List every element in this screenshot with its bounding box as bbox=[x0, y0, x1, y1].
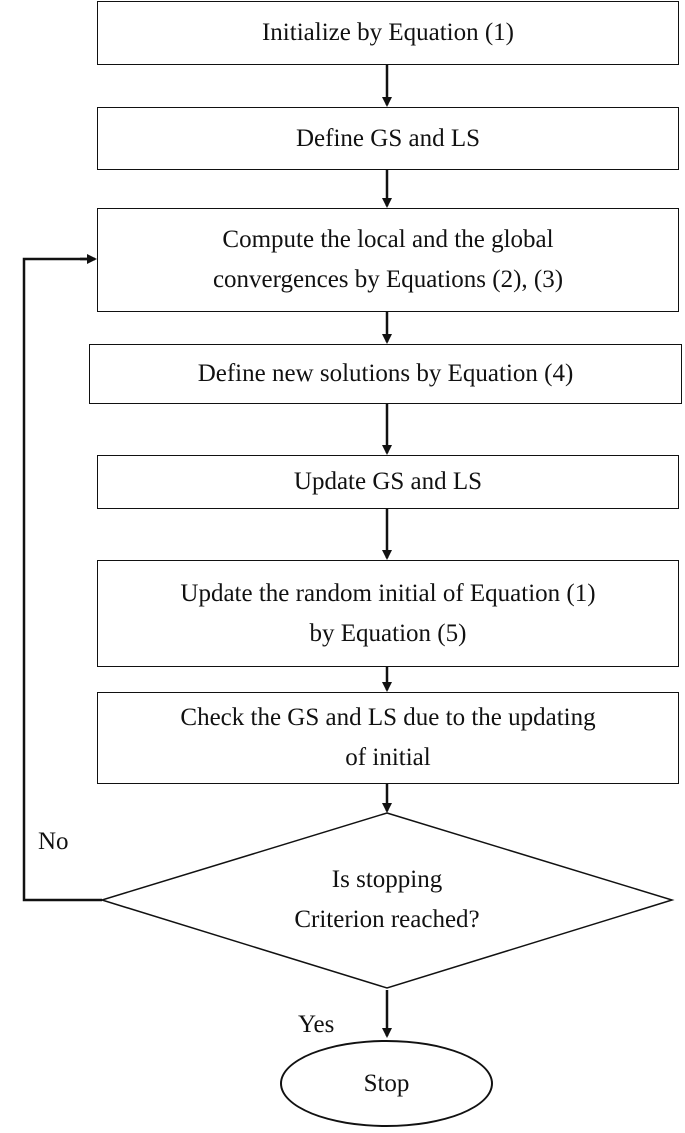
decision-label: Is stopping Criterion reached? bbox=[294, 866, 480, 933]
step-update-random-initial: Update the random initial of Equation (1… bbox=[97, 560, 679, 667]
step-initialize: Initialize by Equation (1) bbox=[97, 1, 679, 65]
step-define-gs-ls: Define GS and LS bbox=[97, 107, 679, 170]
step-define-new-solutions: Define new solutions by Equation (4) bbox=[89, 344, 682, 404]
loop-no-path bbox=[22, 257, 102, 902]
step-update-gs-ls: Update GS and LS bbox=[97, 455, 679, 509]
branch-no-label: No bbox=[38, 828, 69, 855]
decision-diamond bbox=[99, 812, 675, 989]
branch-yes-label: Yes bbox=[298, 1011, 335, 1038]
step-check-gs-ls: Check the GS and LS due to the updating … bbox=[97, 692, 679, 784]
step-compute-convergences: Compute the local and the global converg… bbox=[97, 208, 679, 312]
terminal-stop: Stop bbox=[280, 1040, 493, 1127]
